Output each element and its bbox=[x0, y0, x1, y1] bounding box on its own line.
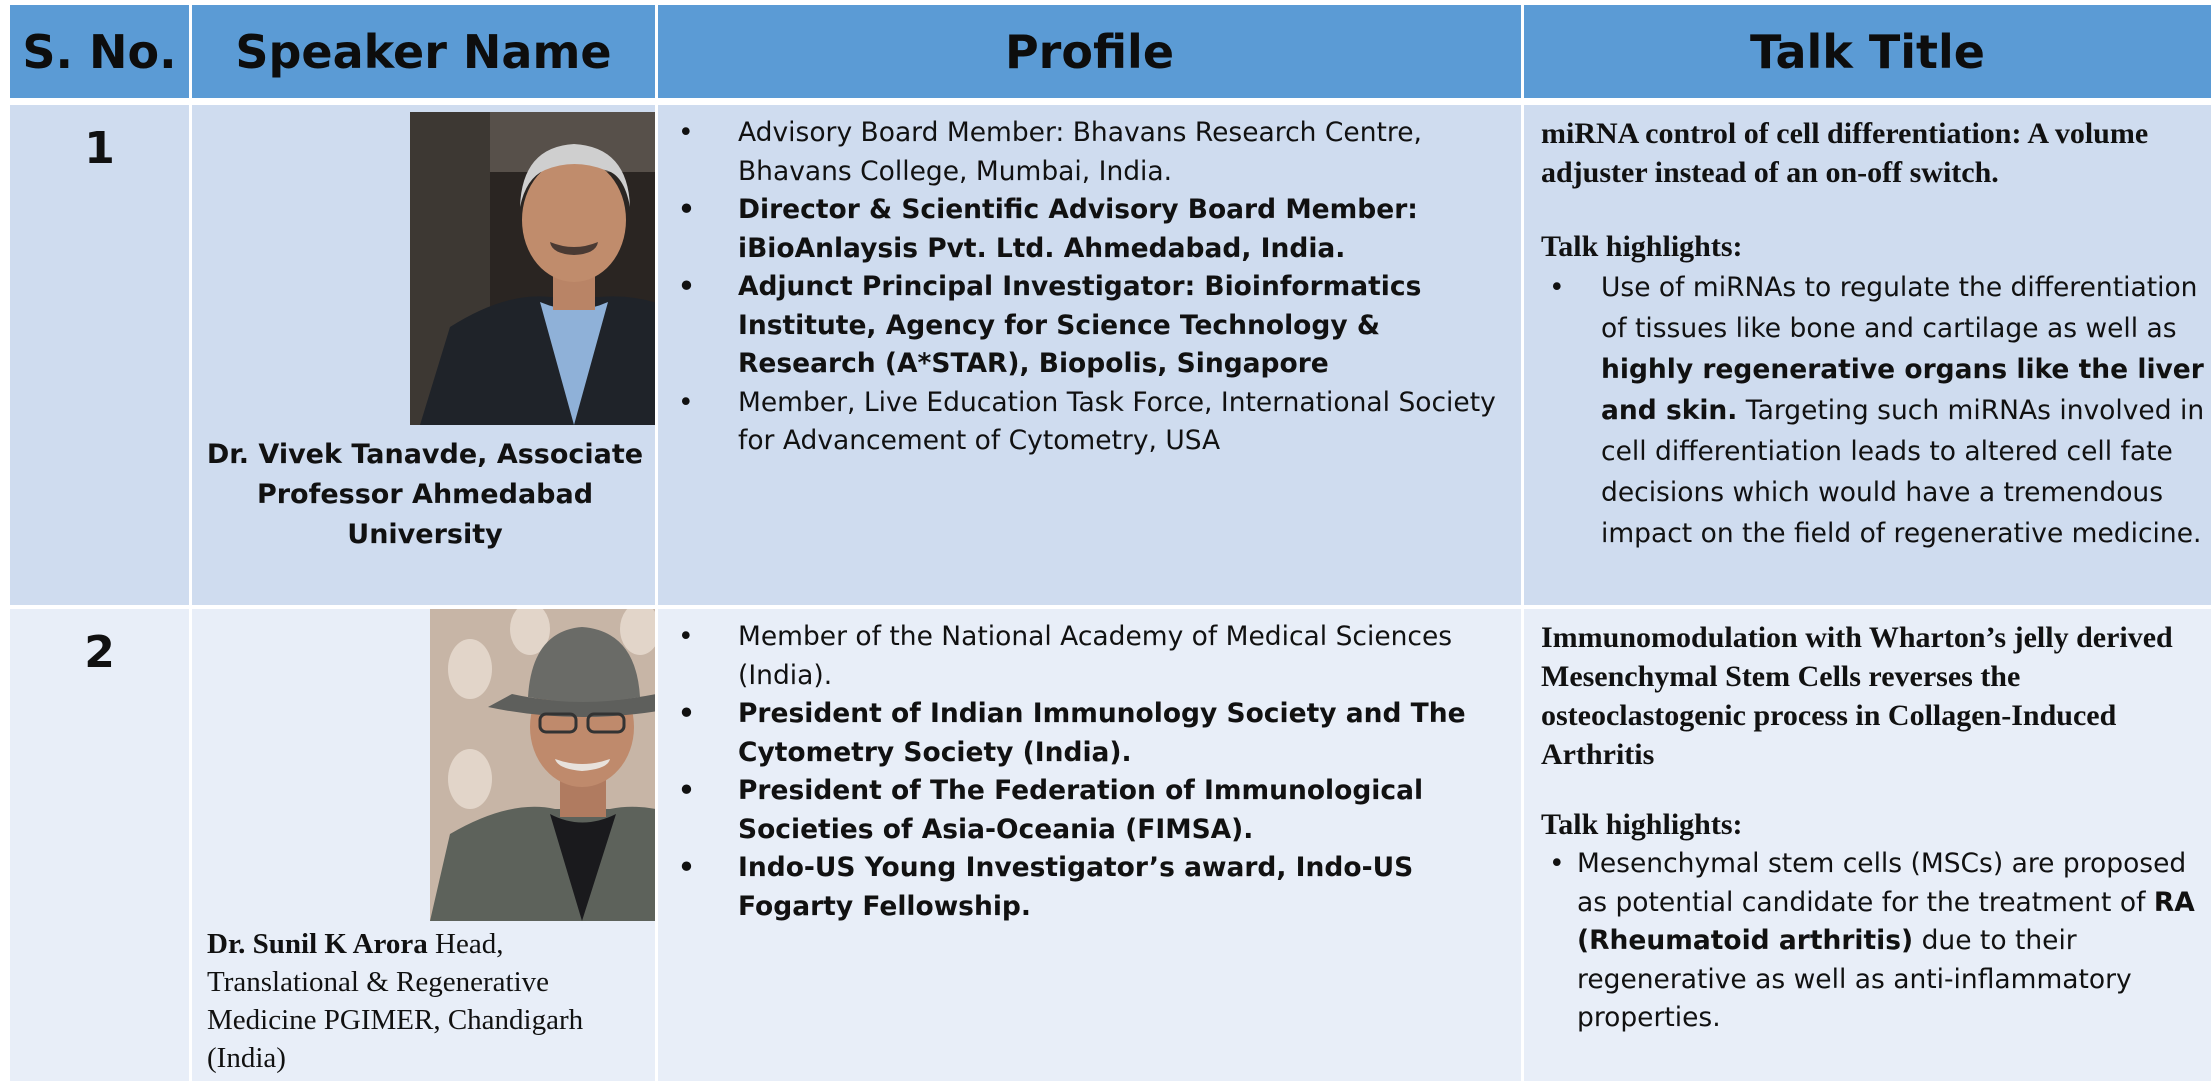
profile-item: • Adjunct Principal Investigator: Bioinfo… bbox=[678, 268, 1518, 384]
speaker-name: Dr. Sunil K Arora Head, Translational & … bbox=[207, 925, 647, 1077]
row-number: 2 bbox=[84, 627, 115, 678]
talk-cell: Immunomodulation with Wharton’s jelly de… bbox=[1524, 609, 2211, 1081]
profile-item-text: Adjunct Principal Investigator: Bioinfor… bbox=[738, 271, 1422, 379]
profile-item-text: Member of the National Academy of Medica… bbox=[738, 621, 1453, 691]
row-number-cell: 2 bbox=[10, 609, 192, 1081]
highlight-bold-text: RA (Rheumatoid arthritis) bbox=[1577, 886, 2195, 957]
profile-item-text: Advisory Board Member: Bhavans Research … bbox=[738, 117, 1422, 187]
profile-item: • Indo-US Young Investigator’s award, Ind… bbox=[678, 849, 1518, 926]
profile-item-text: President of The Federation of Immunolog… bbox=[738, 775, 1424, 845]
speaker-cell: Dr. Sunil K Arora Head, Translational & … bbox=[192, 609, 658, 1081]
highlight-item: • Use of miRNAs to regulate the different… bbox=[1541, 267, 2209, 554]
talk-highlights-list: • Mesenchymal stem cells (MSCs) are propo… bbox=[1541, 845, 2209, 1038]
bullet-icon: • bbox=[678, 775, 695, 806]
highlight-item: • Mesenchymal stem cells (MSCs) are propo… bbox=[1541, 845, 2209, 1038]
highlight-bold-text: highly regenerative organs like the live… bbox=[1601, 354, 2204, 426]
header-profile: Profile bbox=[658, 5, 1524, 98]
speaker-name: Dr. Vivek Tanavde, Associate Professor A… bbox=[192, 435, 655, 555]
row-number-cell: 1 bbox=[10, 105, 192, 605]
speaker-name-line: University bbox=[347, 519, 503, 550]
speaker-cell: Dr. Vivek Tanavde, Associate Professor A… bbox=[192, 105, 658, 605]
header-divider bbox=[10, 98, 2211, 105]
speaker-photo-image bbox=[410, 112, 655, 425]
header-speaker-name: Speaker Name bbox=[192, 5, 658, 98]
talk-highlights-label: Talk highlights: bbox=[1541, 230, 1743, 263]
profile-item: • Member, Live Education Task Force, Inte… bbox=[678, 384, 1518, 461]
speaker-name-line: Professor Ahmedabad bbox=[256, 479, 594, 510]
bullet-icon: • bbox=[678, 271, 695, 302]
bullet-icon: • bbox=[678, 698, 695, 729]
profile-item: • Advisory Board Member: Bhavans Research… bbox=[678, 114, 1518, 191]
table-row: 1 Dr. Vivek bbox=[10, 105, 2211, 605]
speaker-name-bold: Dr. Sunil K Arora bbox=[207, 928, 428, 960]
talk-cell: miRNA control of cell differentiation: A… bbox=[1524, 105, 2211, 605]
speaker-photo-image bbox=[430, 609, 655, 921]
highlight-text: due to their regenerative as well as ant… bbox=[1577, 925, 2132, 1033]
table-header: S. No. Speaker Name Profile Talk Title bbox=[10, 5, 2211, 98]
profile-item-text: Member, Live Education Task Force, Inter… bbox=[738, 386, 1496, 457]
profile-item: • President of The Federation of Immunolo… bbox=[678, 772, 1518, 849]
profile-cell: • Advisory Board Member: Bhavans Research… bbox=[658, 105, 1524, 605]
speaker-name-line: Dr. Vivek Tanavde, Associate bbox=[206, 439, 644, 470]
profile-item: • Member of the National Academy of Medic… bbox=[678, 618, 1518, 695]
talk-title: Immunomodulation with Wharton’s jelly de… bbox=[1541, 621, 2173, 771]
speaker-photo bbox=[430, 609, 655, 921]
profile-item-text: President of Indian Immunology Society a… bbox=[738, 698, 1466, 768]
bullet-icon: • bbox=[678, 117, 694, 148]
talk-title: miRNA control of cell differentiation: A… bbox=[1541, 117, 2149, 189]
bullet-icon: • bbox=[678, 621, 694, 652]
row-number: 1 bbox=[84, 123, 115, 174]
bullet-icon: • bbox=[678, 194, 695, 225]
bullet-icon: • bbox=[1549, 848, 1565, 879]
highlight-text: Mesenchymal stem cells (MSCs) are propos… bbox=[1577, 848, 2187, 918]
table-row: 2 bbox=[10, 609, 2211, 1081]
row-divider bbox=[10, 605, 2211, 609]
highlight-text: Use of miRNAs to regulate the differenti… bbox=[1601, 272, 2198, 344]
speaker-photo bbox=[410, 112, 655, 425]
header-talk-title: Talk Title bbox=[1750, 24, 1985, 79]
profile-item: • Director & Scientific Advisory Board Me… bbox=[678, 191, 1518, 268]
profile-list: • Member of the National Academy of Medic… bbox=[678, 618, 1518, 926]
profile-cell: • Member of the National Academy of Medic… bbox=[658, 609, 1524, 1081]
profile-item-text: Indo-US Young Investigator’s award, Indo… bbox=[738, 852, 1414, 922]
bullet-icon: • bbox=[1549, 272, 1565, 303]
bullet-icon: • bbox=[678, 386, 694, 418]
bullet-icon: • bbox=[678, 852, 695, 883]
talk-highlights-list: • Use of miRNAs to regulate the different… bbox=[1541, 267, 2209, 554]
profile-item-text: Director & Scientific Advisory Board Mem… bbox=[738, 194, 1418, 264]
header-sno: S. No. bbox=[10, 5, 192, 98]
talk-highlights-label: Talk highlights: bbox=[1541, 808, 1743, 841]
profile-item: • President of Indian Immunology Society … bbox=[678, 695, 1518, 772]
highlight-text: Targeting such miRNAs involved in cell d… bbox=[1601, 395, 2205, 549]
speaker-affiliation: Head, Translational & Regenerative Medic… bbox=[207, 928, 584, 1074]
profile-list: • Advisory Board Member: Bhavans Research… bbox=[678, 114, 1518, 461]
